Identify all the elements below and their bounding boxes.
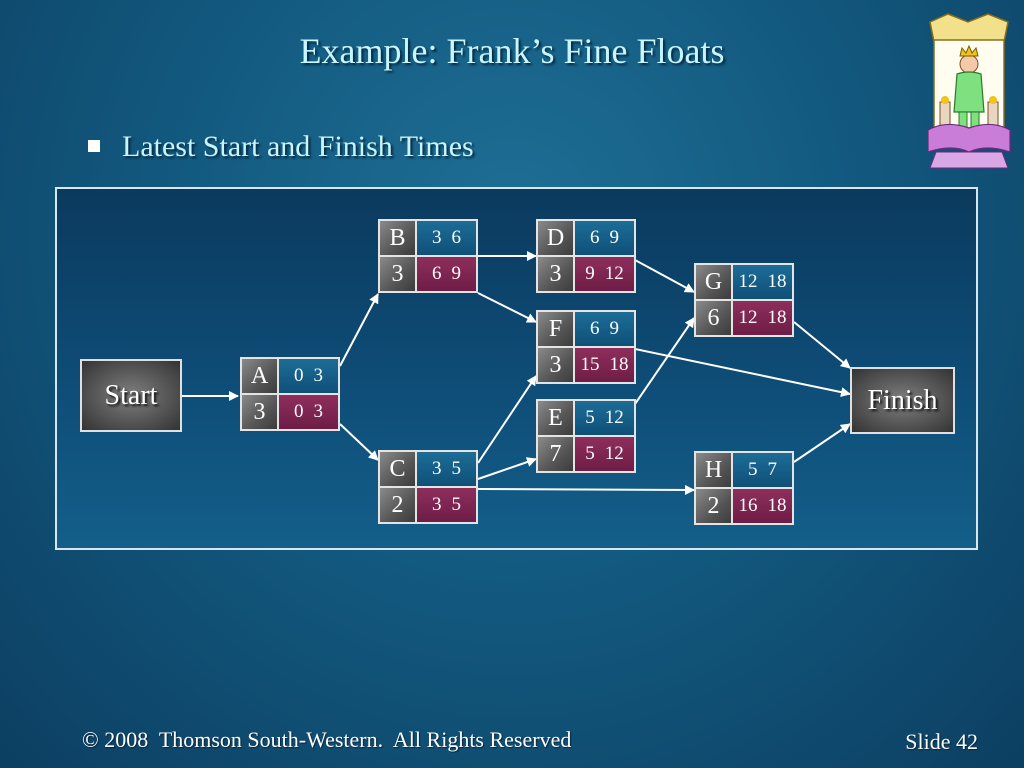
activity-duration: 3 [242, 395, 277, 429]
arrow-c-e [477, 457, 537, 480]
earliest-finish: 7 [767, 459, 778, 480]
activity-letter: B [380, 221, 415, 255]
earliest-start: 5 [585, 407, 595, 428]
latest-times: 12 18 [733, 301, 792, 335]
copyright-footer: © 2008 Thomson South-Western. All Rights… [82, 727, 572, 752]
king-clipart-icon [927, 13, 1011, 169]
arrow-c-h [477, 484, 695, 495]
arrow-g-finish [793, 321, 851, 369]
arrow-b-f [477, 292, 537, 323]
arrow-c-f [477, 375, 537, 464]
arrow-e-g [634, 317, 695, 405]
activity-letter: F [538, 312, 573, 346]
latest-finish: 3 [313, 401, 324, 422]
latest-start: 3 [432, 494, 442, 515]
square-bullet-icon [88, 140, 100, 153]
earliest-start: 12 [738, 271, 758, 292]
latest-start: 16 [738, 495, 758, 516]
arrow-a-c [339, 423, 379, 461]
latest-finish: 12 [604, 263, 624, 284]
activity-duration: 6 [696, 301, 731, 335]
activity-letter: H [696, 453, 731, 487]
start-node: Start [80, 359, 182, 432]
latest-start: 6 [432, 263, 442, 284]
activity-letter: E [538, 401, 573, 435]
activity-letter: C [380, 452, 415, 486]
earliest-finish: 9 [609, 318, 620, 339]
latest-finish: 18 [767, 307, 787, 328]
bullet-text: Latest Start and Finish Times [122, 130, 474, 163]
activity-node-e: E 5 12 7 5 12 [536, 399, 636, 473]
earliest-start: 6 [590, 318, 600, 339]
arrow-f-finish [634, 348, 851, 398]
activity-letter: G [696, 265, 731, 299]
earliest-finish: 5 [451, 458, 462, 479]
earliest-start: 3 [432, 227, 442, 248]
latest-finish: 9 [451, 263, 462, 284]
latest-times: 5 12 [575, 437, 634, 471]
slide-number: Slide 42 [905, 729, 978, 754]
latest-start: 0 [294, 401, 304, 422]
bullet-item: Latest Start and Finish Times [88, 130, 474, 164]
arrow-d-g [634, 259, 695, 293]
activity-duration: 3 [538, 348, 573, 382]
latest-finish: 18 [609, 354, 629, 375]
earliest-start: 3 [432, 458, 442, 479]
latest-finish: 5 [451, 494, 462, 515]
activity-duration: 2 [380, 488, 415, 522]
latest-start: 12 [738, 307, 758, 328]
activity-duration: 7 [538, 437, 573, 471]
arrow-h-finish [793, 423, 851, 463]
slide-title: Example: Frank’s Fine Floats [299, 31, 725, 71]
latest-start: 15 [580, 354, 600, 375]
earliest-times: 5 12 [575, 401, 634, 435]
activity-duration: 2 [696, 489, 731, 523]
earliest-times: 12 18 [733, 265, 792, 299]
earliest-finish: 18 [767, 271, 787, 292]
latest-finish: 18 [767, 495, 787, 516]
latest-finish: 12 [604, 443, 624, 464]
arrow-a-b [339, 293, 379, 367]
earliest-finish: 12 [604, 407, 624, 428]
earliest-finish: 9 [609, 227, 620, 248]
activity-node-g: G 12 18 6 12 18 [694, 263, 794, 337]
activity-duration: 3 [538, 257, 573, 291]
latest-times: 9 12 [575, 257, 634, 291]
earliest-finish: 6 [451, 227, 462, 248]
earliest-start: 6 [590, 227, 600, 248]
latest-start: 5 [585, 443, 595, 464]
activity-letter: D [538, 221, 573, 255]
finish-node: Finish [850, 367, 955, 434]
latest-start: 9 [585, 263, 595, 284]
activity-letter: A [242, 359, 277, 393]
earliest-start: 0 [294, 365, 304, 386]
earliest-finish: 3 [313, 365, 324, 386]
earliest-start: 5 [748, 459, 758, 480]
activity-duration: 3 [380, 257, 415, 291]
